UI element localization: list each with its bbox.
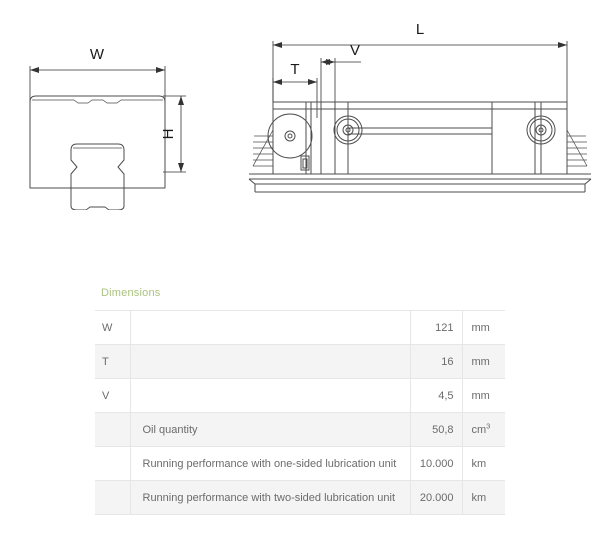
w-arrow-right-icon — [156, 67, 165, 73]
dimensions-section: Dimensions W 121 mm T 16 mm V — [95, 283, 505, 515]
table-row: Running performance with one-sided lubri… — [95, 446, 505, 481]
row-unit: mm — [461, 310, 505, 345]
v-arrow-right-icon — [326, 59, 335, 65]
h-arrow-top-icon — [178, 96, 184, 105]
row-unit: mm — [461, 378, 505, 413]
technical-drawings: W H — [0, 0, 600, 250]
row-description — [129, 310, 410, 345]
row-unit-text: mm — [471, 389, 490, 402]
row-value: 10.000 — [409, 446, 462, 481]
carriage-outer-body — [29, 95, 166, 189]
row-description: Oil quantity — [129, 412, 410, 447]
l-arrow-left-icon — [273, 42, 282, 48]
row-unit-text: km — [471, 457, 487, 470]
side-view-svg: L T V — [248, 21, 592, 193]
table-row: W 121 mm — [95, 310, 505, 345]
t-label: T — [290, 61, 299, 78]
t-arrow-left-icon — [273, 79, 282, 85]
lubrication-unit-port — [267, 113, 313, 171]
row-unit: km — [461, 480, 505, 515]
row-unit: km — [461, 446, 505, 481]
table-row: Running performance with two-sided lubri… — [95, 480, 505, 515]
table-row: Oil quantity 50,8 cm3 — [95, 412, 505, 447]
w-dimension-line — [29, 66, 166, 110]
row-unit: cm3 — [461, 412, 505, 447]
l-arrow-right-icon — [558, 42, 567, 48]
row-value: 50,8 — [409, 412, 462, 447]
h-dimension-line — [163, 95, 186, 173]
table-row: V 4,5 mm — [95, 378, 505, 413]
row-unit-text: mm — [471, 355, 490, 368]
row-unit-text: km — [471, 491, 487, 504]
row-symbol: T — [95, 344, 130, 379]
v-label: V — [350, 42, 360, 59]
row-symbol — [95, 412, 130, 447]
l-label: L — [416, 21, 424, 38]
row-description — [129, 344, 410, 379]
row-symbol: V — [95, 378, 130, 413]
row-unit-text: mm — [471, 321, 490, 334]
row-description: Running performance with one-sided lubri… — [129, 446, 410, 481]
row-value: 16 — [409, 344, 462, 379]
t-arrow-right-icon — [308, 79, 317, 85]
row-value: 121 — [409, 310, 462, 345]
carriage-side-view-drawing: L T V — [245, 6, 595, 206]
rail-cut-hatching-right — [566, 129, 588, 174]
dimensions-caption: Dimensions — [101, 287, 161, 299]
row-description: Running performance with two-sided lubri… — [129, 480, 410, 515]
row-unit-exponent: 3 — [486, 420, 491, 430]
row-symbol — [95, 446, 130, 481]
carriage-cross-section-drawing: W H — [8, 10, 223, 210]
mounting-bolt-right — [526, 115, 556, 145]
row-unit: mm — [461, 344, 505, 379]
guide-rail-side — [248, 173, 592, 193]
row-symbol — [95, 480, 130, 515]
mounting-bolt-left — [333, 115, 363, 145]
dimensions-table: W 121 mm T 16 mm V 4,5 mm — [95, 310, 505, 515]
dimensions-table-body: W 121 mm T 16 mm V 4,5 mm — [95, 310, 505, 515]
guide-rail-profile — [70, 143, 125, 189]
row-symbol: W — [95, 310, 130, 345]
h-arrow-bottom-icon — [178, 163, 184, 172]
rail-lower-extension — [70, 188, 125, 210]
row-unit-text: cm — [471, 423, 487, 436]
w-arrow-left-icon — [30, 67, 39, 73]
row-value: 4,5 — [409, 378, 462, 413]
h-label: H — [160, 129, 177, 140]
table-row: T 16 mm — [95, 344, 505, 379]
row-description — [129, 378, 410, 413]
row-value: 20.000 — [409, 480, 462, 515]
rail-cut-hatching-left — [252, 129, 274, 174]
w-label: W — [90, 46, 105, 63]
cross-section-svg: W H — [29, 46, 186, 210]
